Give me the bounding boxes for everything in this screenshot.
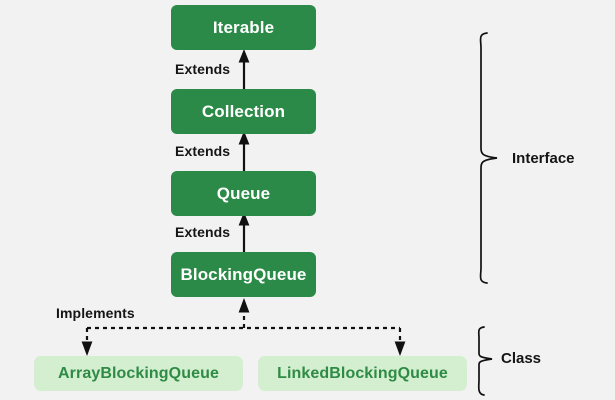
group-label-class: Class [501,350,542,367]
node-arrayblockingqueue[interactable]: ArrayBlockingQueue [34,356,243,391]
node-linkedblockingqueue-label: LinkedBlockingQueue [277,364,448,382]
edge-collection-to-iterable [238,49,250,89]
interface-brace [479,32,498,284]
edge-label-extends-3: Extends [175,224,231,240]
edge-queue-to-collection [238,131,250,171]
edge-label-implements: Implements [56,305,135,321]
node-arrayblockingqueue-label: ArrayBlockingQueue [58,364,219,382]
node-queue-label: Queue [216,183,271,203]
edge-label-extends-1: Extends [175,61,231,77]
node-collection[interactable]: Collection [171,89,316,134]
edge-implements-bus [81,298,406,356]
node-iterable-label: Iterable [212,17,275,37]
node-linkedblockingqueue[interactable]: LinkedBlockingQueue [258,356,467,391]
node-iterable[interactable]: Iterable [171,5,316,50]
edge-blockingqueue-to-queue [238,212,250,252]
node-collection-label: Collection [201,101,286,121]
class-brace [477,326,493,396]
node-blockingqueue-label: BlockingQueue [180,264,307,284]
node-blockingqueue[interactable]: BlockingQueue [171,252,316,297]
node-queue[interactable]: Queue [171,171,316,216]
edge-label-extends-2: Extends [175,143,231,159]
group-label-interface: Interface [512,150,575,167]
